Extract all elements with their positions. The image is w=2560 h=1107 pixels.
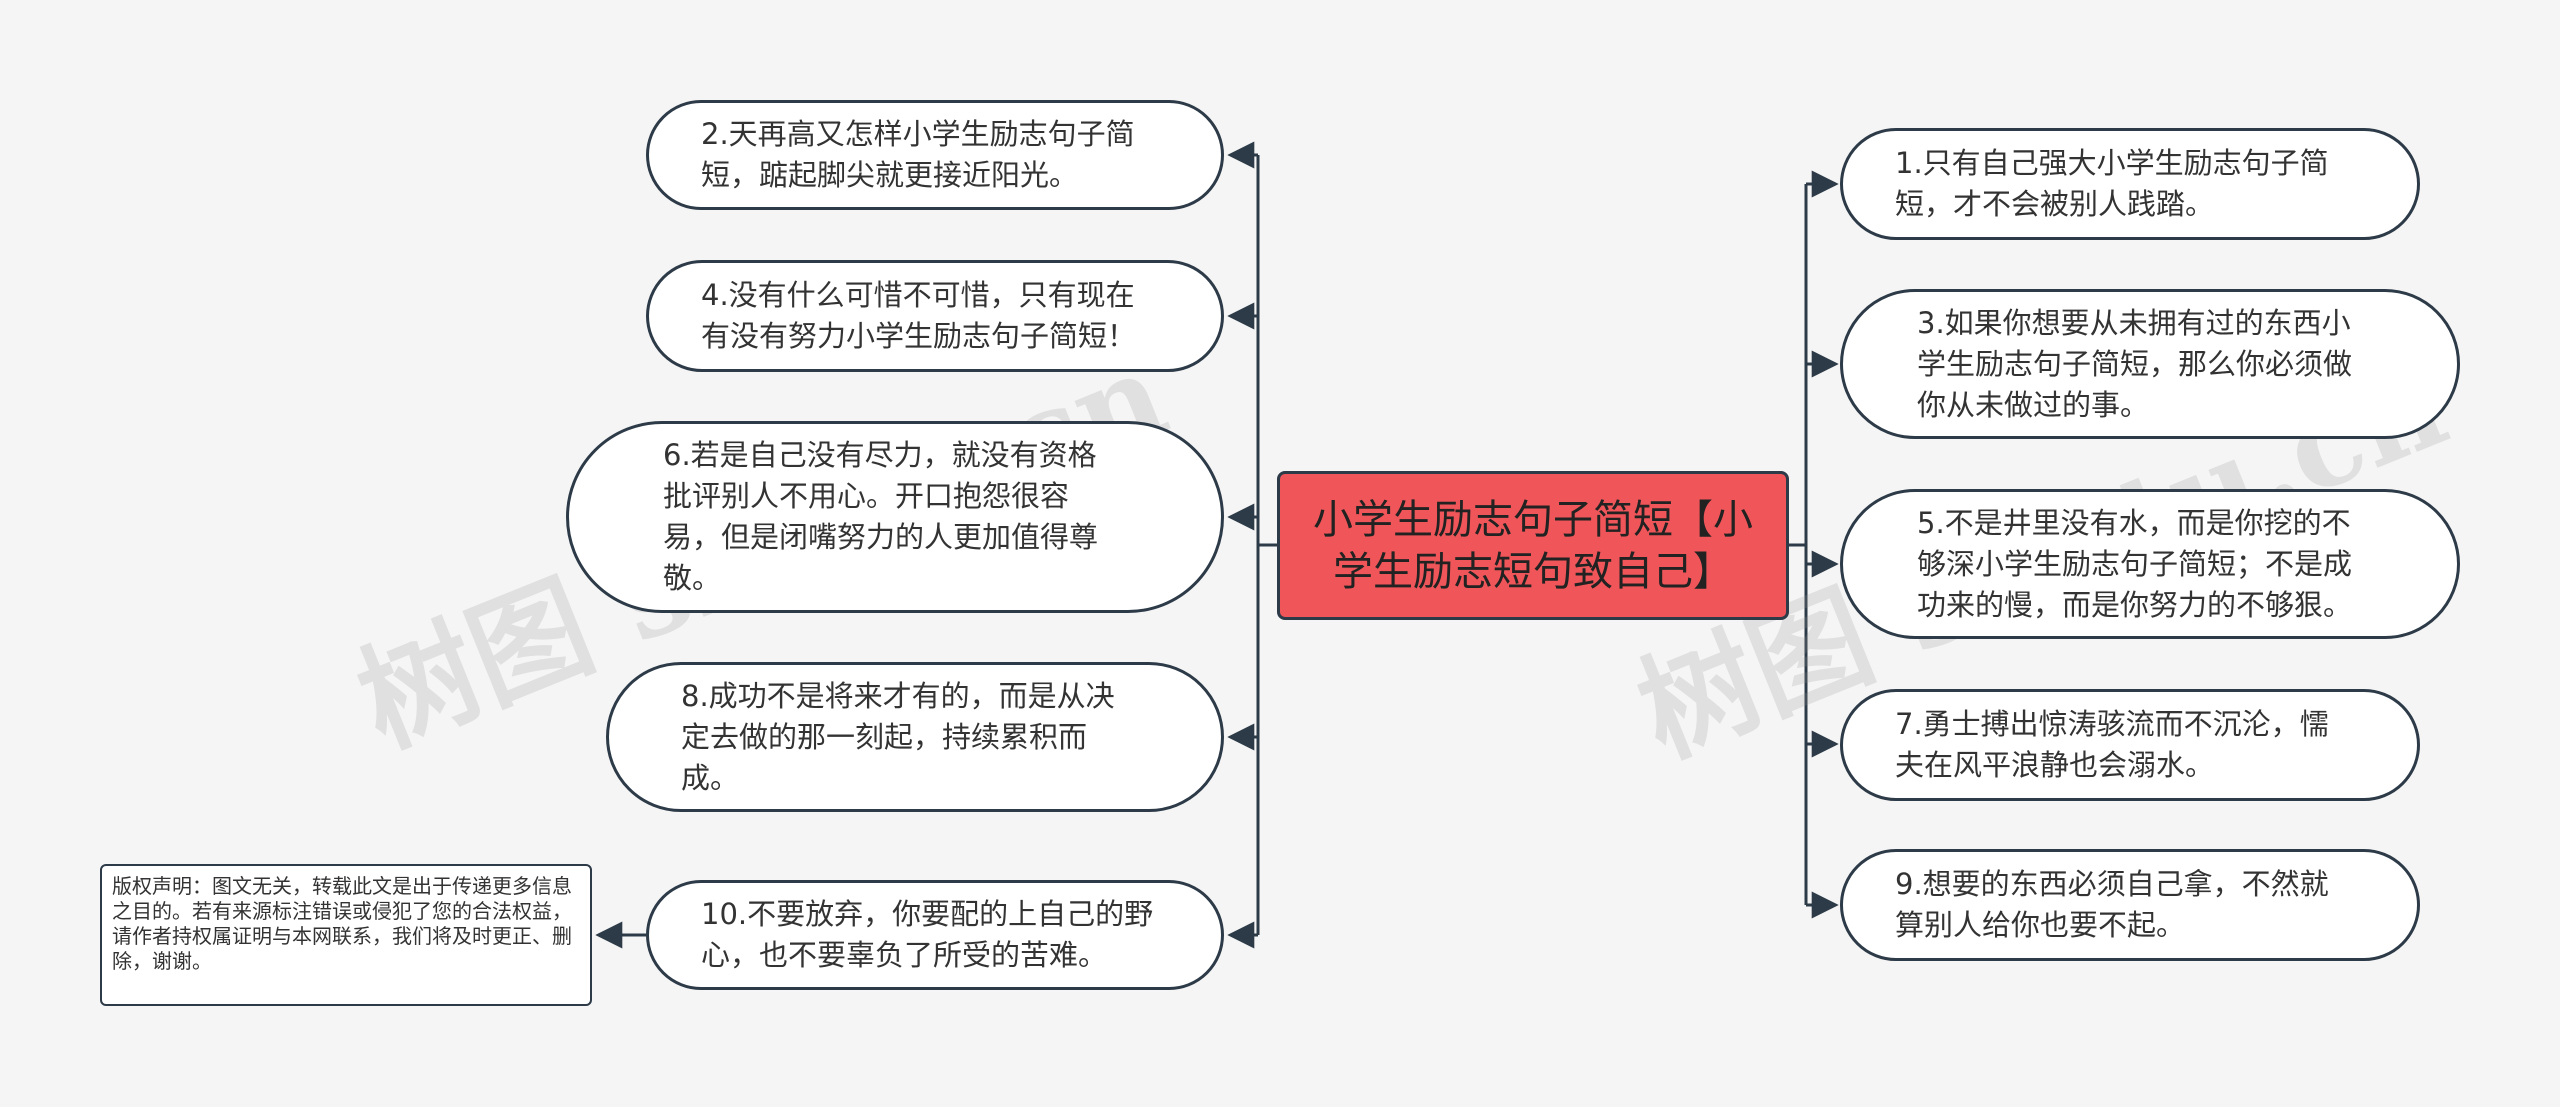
branch-node-8[interactable]: 8.成功不是将来才有的，而是从决定去做的那一刻起，持续累积而成。 <box>606 662 1224 812</box>
copyright-note: 版权声明：图文无关，转载此文是出于传递更多信息之目的。若有来源标注错误或侵犯了您… <box>100 864 592 1006</box>
branch-node-label: 8.成功不是将来才有的，而是从决定去做的那一刻起，持续累积而成。 <box>681 678 1115 795</box>
branch-node-7[interactable]: 7.勇士搏出惊涛骇流而不沉沦，懦夫在风平浪静也会溺水。 <box>1840 689 2420 801</box>
branch-node-label: 5.不是井里没有水，而是你挖的不够深小学生励志句子简短；不是成功来的慢，而是你努… <box>1917 505 2353 622</box>
branch-node-label: 4.没有什么可惜不可惜，只有现在有没有努力小学生励志句子简短！ <box>701 278 1137 353</box>
branch-node-3[interactable]: 3.如果你想要从未拥有过的东西小学生励志句子简短，那么你必须做你从未做过的事。 <box>1840 289 2460 439</box>
branch-node-label: 2.天再高又怎样小学生励志句子简短，踮起脚尖就更接近阳光。 <box>701 117 1135 192</box>
branch-node-label: 6.若是自己没有尽力，就没有资格批评别人不用心。开口抱怨很容易，但是闭嘴努力的人… <box>663 438 1099 595</box>
central-topic-label: 小学生励志句子简短【小学生励志短句致自己】 <box>1313 496 1753 595</box>
central-topic[interactable]: 小学生励志句子简短【小学生励志短句致自己】 <box>1277 471 1789 620</box>
branch-node-4[interactable]: 4.没有什么可惜不可惜，只有现在有没有努力小学生励志句子简短！ <box>646 260 1224 372</box>
branch-node-10[interactable]: 10.不要放弃，你要配的上自己的野心，也不要辜负了所受的苦难。 <box>646 880 1224 990</box>
branch-node-6[interactable]: 6.若是自己没有尽力，就没有资格批评别人不用心。开口抱怨很容易，但是闭嘴努力的人… <box>566 421 1224 613</box>
branch-node-label: 3.如果你想要从未拥有过的东西小学生励志句子简短，那么你必须做你从未做过的事。 <box>1917 305 2353 422</box>
branch-node-label: 7.勇士搏出惊涛骇流而不沉沦，懦夫在风平浪静也会溺水。 <box>1895 707 2329 782</box>
branch-node-label: 1.只有自己强大小学生励志句子简短，才不会被别人践踏。 <box>1895 146 2329 221</box>
branch-node-label: 10.不要放弃，你要配的上自己的野心，也不要辜负了所受的苦难。 <box>701 897 1154 972</box>
branch-node-1[interactable]: 1.只有自己强大小学生励志句子简短，才不会被别人践踏。 <box>1840 128 2420 240</box>
branch-node-2[interactable]: 2.天再高又怎样小学生励志句子简短，踮起脚尖就更接近阳光。 <box>646 100 1224 210</box>
branch-node-9[interactable]: 9.想要的东西必须自己拿，不然就算别人给你也要不起。 <box>1840 849 2420 961</box>
copyright-note-text: 版权声明：图文无关，转载此文是出于传递更多信息之目的。若有来源标注错误或侵犯了您… <box>112 874 572 973</box>
branch-node-5[interactable]: 5.不是井里没有水，而是你挖的不够深小学生励志句子简短；不是成功来的慢，而是你努… <box>1840 489 2460 639</box>
branch-node-label: 9.想要的东西必须自己拿，不然就算别人给你也要不起。 <box>1895 867 2329 942</box>
